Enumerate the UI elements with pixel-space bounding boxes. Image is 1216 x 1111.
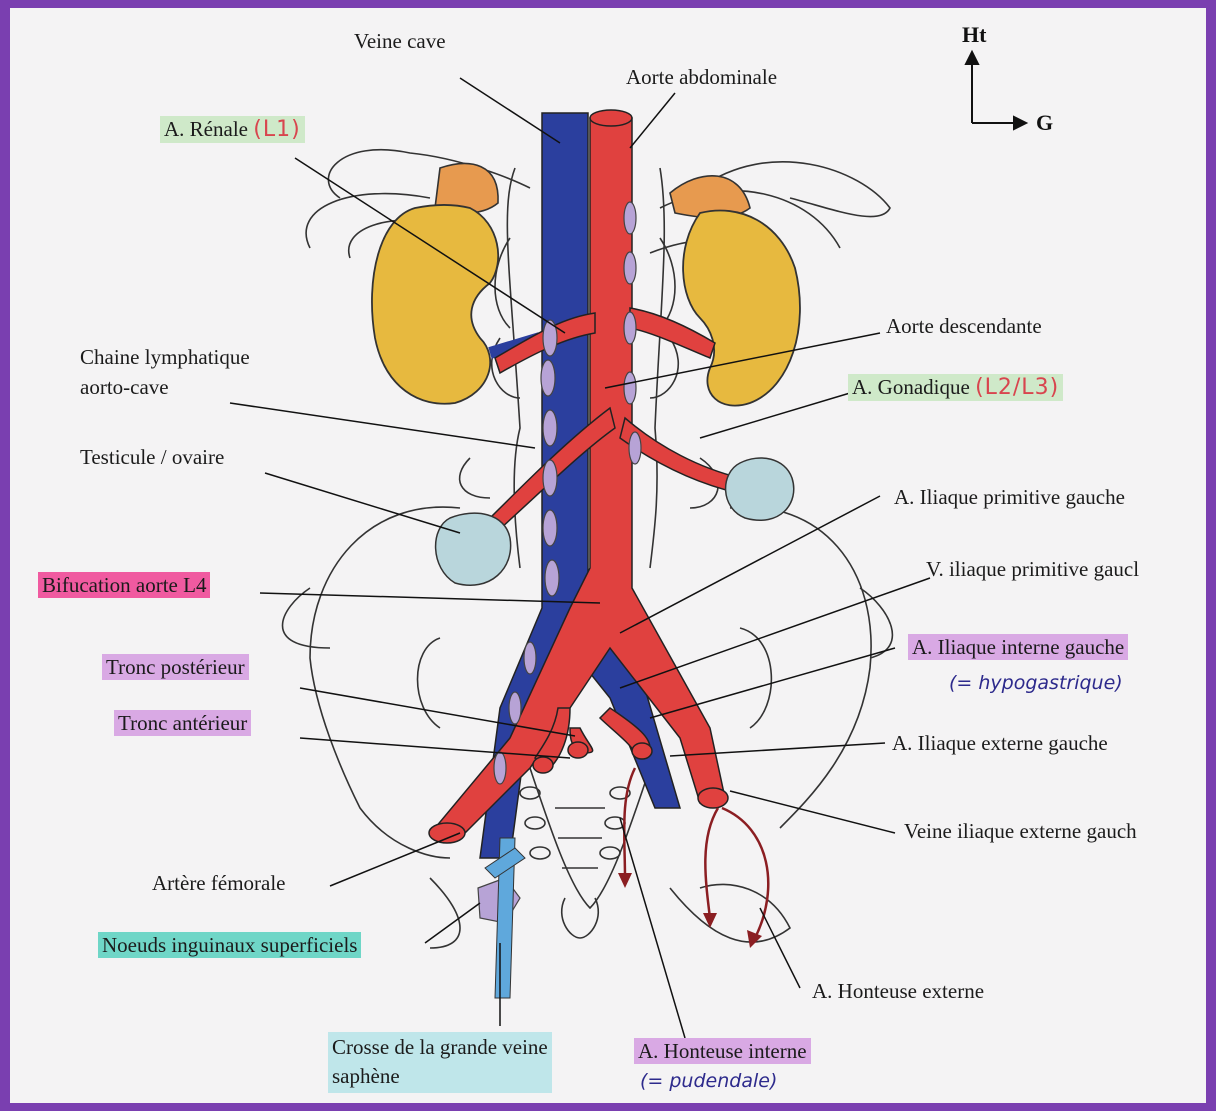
label-a-iliaque-interne: A. Iliaque interne gauche xyxy=(908,634,1128,660)
label-bifurcation: Bifucation aorte L4 xyxy=(38,572,210,598)
label-a-renale: A. Rénale (L1) xyxy=(160,116,305,143)
label-chaine-lymphatique-1: Chaine lymphatique xyxy=(76,344,254,370)
label-tronc-anterieur: Tronc antérieur xyxy=(114,710,251,736)
label-a-honteuse-interne: A. Honteuse interne xyxy=(634,1038,811,1064)
label-a-iliaque-primitive: A. Iliaque primitive gauche xyxy=(890,484,1129,510)
label-tronc-posterieur: Tronc postérieur xyxy=(102,654,249,680)
label-a-gonadique: A. Gonadique (L2/L3) xyxy=(848,374,1063,401)
label-crosse-grande-veine: Crosse de la grande veine saphène xyxy=(328,1032,552,1093)
diagram-sheet: Veine cave Aorte abdominale A. Rénale (L… xyxy=(10,8,1206,1103)
label-hypogastrique-note: (= hypogastrique) xyxy=(945,672,1127,696)
label-pudendale-note: (= pudendale) xyxy=(636,1070,781,1094)
label-crosse-line-2: saphène xyxy=(332,1062,548,1091)
label-aorte-descendante: Aorte descendante xyxy=(882,313,1046,339)
label-a-renale-level: (L1) xyxy=(253,117,300,142)
label-a-honteuse-externe: A. Honteuse externe xyxy=(808,978,988,1004)
label-crosse-line-1: Crosse de la grande veine xyxy=(332,1033,548,1062)
label-noeuds-inguinaux: Noeuds inguinaux superficiels xyxy=(98,932,361,958)
label-chaine-lymphatique-2: aorto-cave xyxy=(76,374,173,400)
axis-label-up: Ht xyxy=(962,22,986,48)
label-veine-iliaque-externe: Veine iliaque externe gauch xyxy=(900,818,1141,844)
label-a-iliaque-externe: A. Iliaque externe gauche xyxy=(888,730,1112,756)
label-aorte-abdominale: Aorte abdominale xyxy=(622,64,781,90)
label-v-iliaque-primitive: V. iliaque primitive gaucl xyxy=(922,556,1143,582)
label-a-gonadique-text: A. Gonadique xyxy=(852,375,970,399)
left-kidney-group xyxy=(372,164,498,404)
label-artere-femorale: Artère fémorale xyxy=(148,870,290,896)
label-a-gonadique-level: (L2/L3) xyxy=(975,375,1059,400)
label-testicule-ovaire: Testicule / ovaire xyxy=(76,444,228,470)
orientation-axes xyxy=(966,52,1026,129)
axis-label-left: G xyxy=(1036,110,1053,136)
pudendal-arteries xyxy=(624,768,768,938)
label-veine-cave: Veine cave xyxy=(350,28,450,54)
label-a-renale-text: A. Rénale xyxy=(164,117,248,141)
